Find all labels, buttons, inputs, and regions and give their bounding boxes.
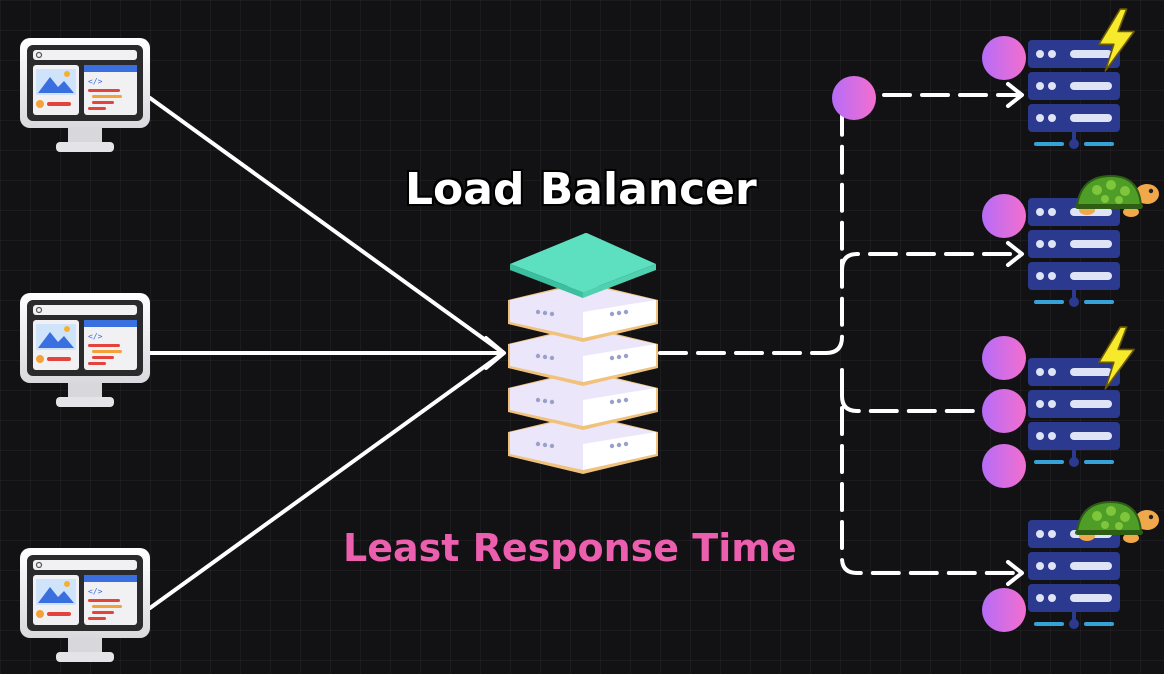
server-1-connection-dot <box>982 36 1026 80</box>
server-4-icon <box>1028 520 1120 629</box>
server-3-icon <box>1028 358 1120 467</box>
lb-arrowhead <box>484 336 506 370</box>
client-2-icon <box>20 293 150 408</box>
server-4-connection-dot <box>982 588 1026 632</box>
server-3-connection-dot <box>982 336 1026 380</box>
server-4-connection <box>840 368 1022 575</box>
server-1-arrowhead <box>1006 82 1024 108</box>
server-3-connection-dot <box>982 444 1026 488</box>
request-dot-icon <box>832 76 876 120</box>
server-2-connection <box>840 252 1022 272</box>
client-1-arrow <box>148 96 504 354</box>
server-2-arrowhead <box>1006 241 1024 267</box>
server-2-connection-dot <box>982 194 1026 238</box>
server-4-arrowhead <box>1006 560 1024 586</box>
algorithm-label: Least Response Time <box>343 526 797 570</box>
server-3-connection-dot <box>982 389 1026 433</box>
client-1-icon <box>20 38 150 153</box>
client-3-icon <box>20 548 150 663</box>
server-2-icon <box>1028 198 1120 307</box>
load-balancer-label: Load Balancer <box>405 164 757 215</box>
server-1-icon <box>1028 40 1120 149</box>
load-balancer-icon <box>508 233 658 474</box>
server-3-connection <box>840 394 1022 413</box>
client-3-arrow <box>148 352 504 610</box>
